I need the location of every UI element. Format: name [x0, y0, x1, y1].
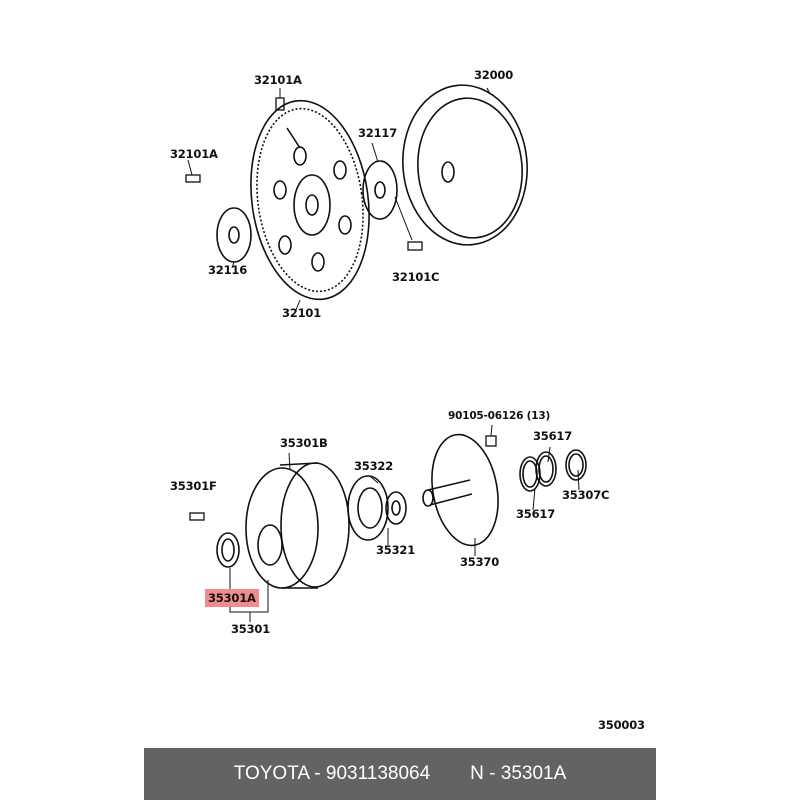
diagram-code: 350003	[598, 718, 645, 732]
label-35617-top: 35617	[533, 429, 573, 443]
plate-32117	[362, 160, 398, 220]
pump-cover-35370	[422, 433, 499, 547]
gear-35321	[385, 491, 407, 525]
label-35301: 35301	[231, 622, 271, 636]
label-32116: 32116	[208, 263, 248, 277]
label-35307C: 35307C	[562, 488, 610, 502]
label-35617-bottom: 35617	[516, 507, 556, 521]
label-35321: 35321	[376, 543, 416, 557]
leader-lines	[187, 87, 580, 622]
label-32000: 32000	[474, 68, 514, 82]
footer-reference: N - 35301A	[470, 763, 567, 784]
oil-seal-35301A	[216, 532, 240, 568]
label-32101A-top: 32101A	[254, 73, 302, 87]
seal-rings-35617	[519, 451, 557, 492]
bolts	[185, 97, 497, 521]
label-32101A-left: 32101A	[170, 147, 218, 161]
ring-35307C	[565, 449, 587, 481]
plate-32116	[216, 207, 252, 263]
footer-bar: TOYOTA - 9031138064 N - 35301A	[144, 748, 656, 800]
label-32117: 32117	[358, 126, 398, 140]
footer-part-number: TOYOTA - 9031138064	[233, 763, 431, 784]
label-32101: 32101	[282, 306, 322, 320]
label-32101C: 32101C	[392, 270, 440, 284]
gear-35322	[347, 475, 389, 541]
label-35301F: 35301F	[170, 479, 217, 493]
torque-converter-32000	[402, 84, 528, 246]
drive-plate-32101	[250, 99, 370, 301]
label-35322: 35322	[354, 459, 394, 473]
label-90105-06126: 90105-06126 (13)	[448, 410, 551, 422]
label-35370: 35370	[460, 555, 500, 569]
exploded-parts-drawing	[185, 84, 587, 622]
label-35301A-highlighted[interactable]: 35301A	[205, 589, 259, 607]
oil-pump-body-35301B	[245, 462, 350, 589]
label-35301B: 35301B	[280, 436, 328, 450]
